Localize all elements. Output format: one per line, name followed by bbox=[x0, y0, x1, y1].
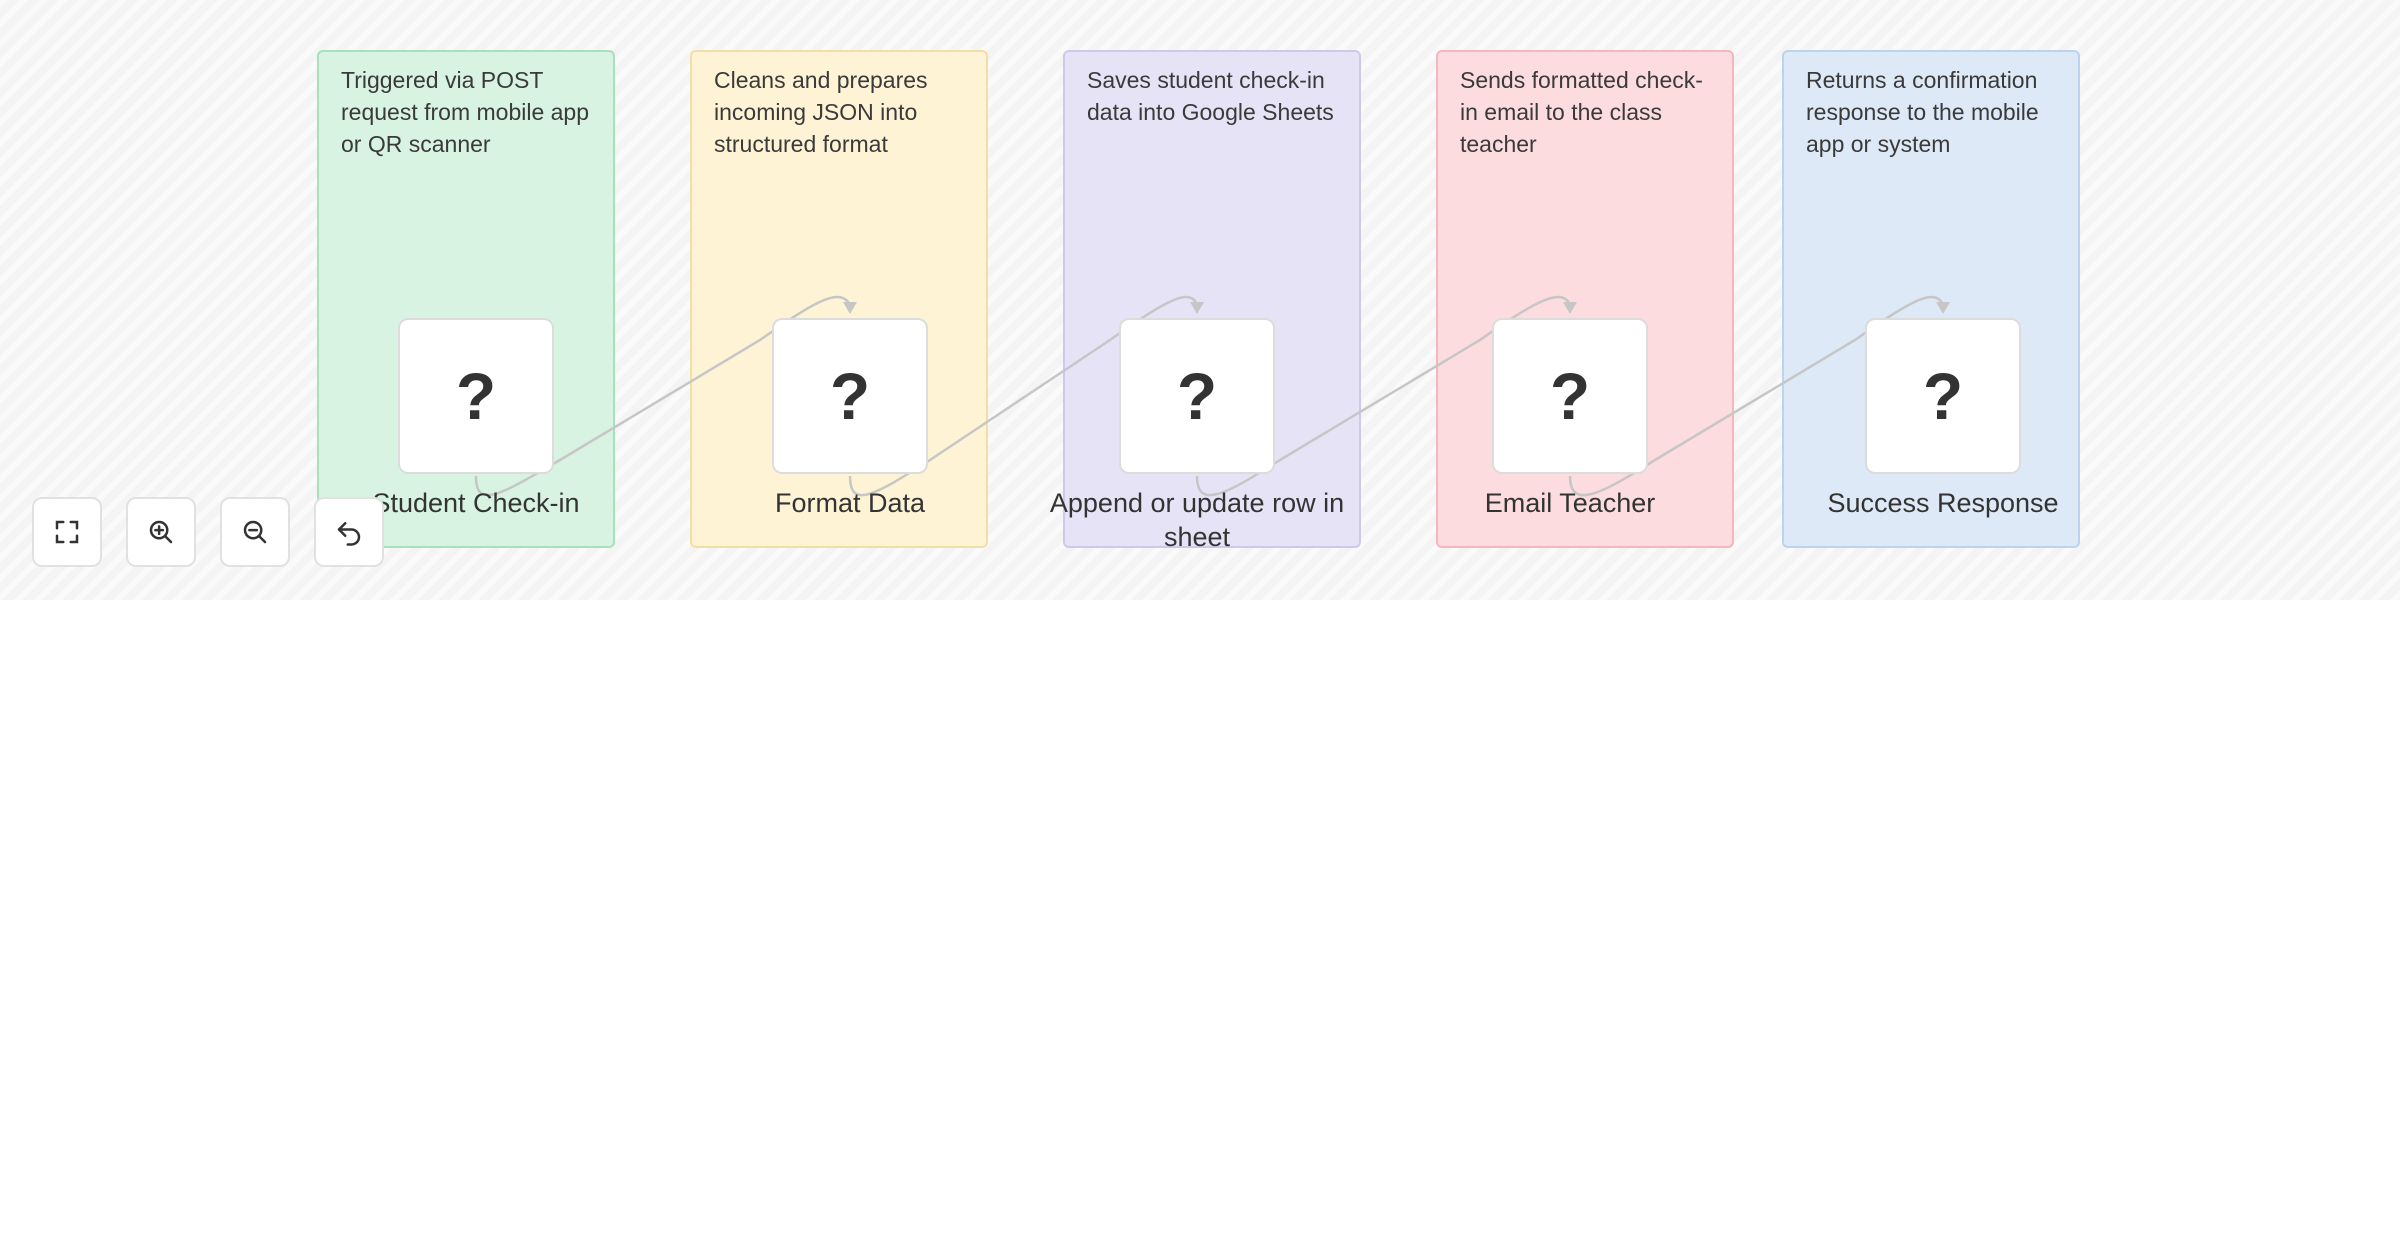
sticky-note-text: Triggered via POST request from mobile a… bbox=[341, 67, 590, 157]
unknown-node-icon: ? bbox=[1922, 359, 1964, 433]
sticky-note-text: Sends formatted check-in email to the cl… bbox=[1460, 67, 1703, 157]
node-success-response[interactable]: ? bbox=[1865, 318, 2021, 474]
node-label: Format Data bbox=[774, 488, 926, 518]
unknown-node-icon: ? bbox=[1176, 359, 1218, 433]
sticky-note-text: Saves student check-in data into Google … bbox=[1087, 67, 1334, 125]
zoom-in-icon bbox=[149, 520, 173, 544]
node-student-check-in[interactable]: ? bbox=[398, 318, 554, 474]
workflow-canvas[interactable]: Triggered via POST request from mobile a… bbox=[0, 0, 2400, 600]
sticky-note-text: Cleans and prepares incoming JSON into s… bbox=[714, 67, 928, 157]
zoom-in-button[interactable] bbox=[126, 497, 196, 567]
undo-button[interactable] bbox=[314, 497, 384, 567]
unknown-node-icon: ? bbox=[1549, 359, 1591, 433]
zoom-out-button[interactable] bbox=[220, 497, 290, 567]
unknown-node-icon: ? bbox=[829, 359, 871, 433]
sticky-note-text: Returns a confirmation response to the m… bbox=[1806, 67, 2039, 157]
node-label: Append or update row in sheet bbox=[1049, 488, 1345, 552]
node-append-row[interactable]: ? bbox=[1119, 318, 1275, 474]
node-email-teacher[interactable]: ? bbox=[1492, 318, 1648, 474]
node-format-data[interactable]: ? bbox=[772, 318, 928, 474]
node-label: Student Check-in bbox=[372, 488, 580, 518]
canvas-controls bbox=[32, 497, 384, 567]
fit-to-view-button[interactable] bbox=[32, 497, 102, 567]
node-label: Success Response bbox=[1827, 488, 2059, 518]
fullscreen-icon bbox=[55, 520, 79, 544]
zoom-out-icon bbox=[243, 520, 267, 544]
node-label: Email Teacher bbox=[1484, 488, 1656, 518]
undo-icon bbox=[337, 522, 361, 546]
unknown-node-icon: ? bbox=[455, 359, 497, 433]
